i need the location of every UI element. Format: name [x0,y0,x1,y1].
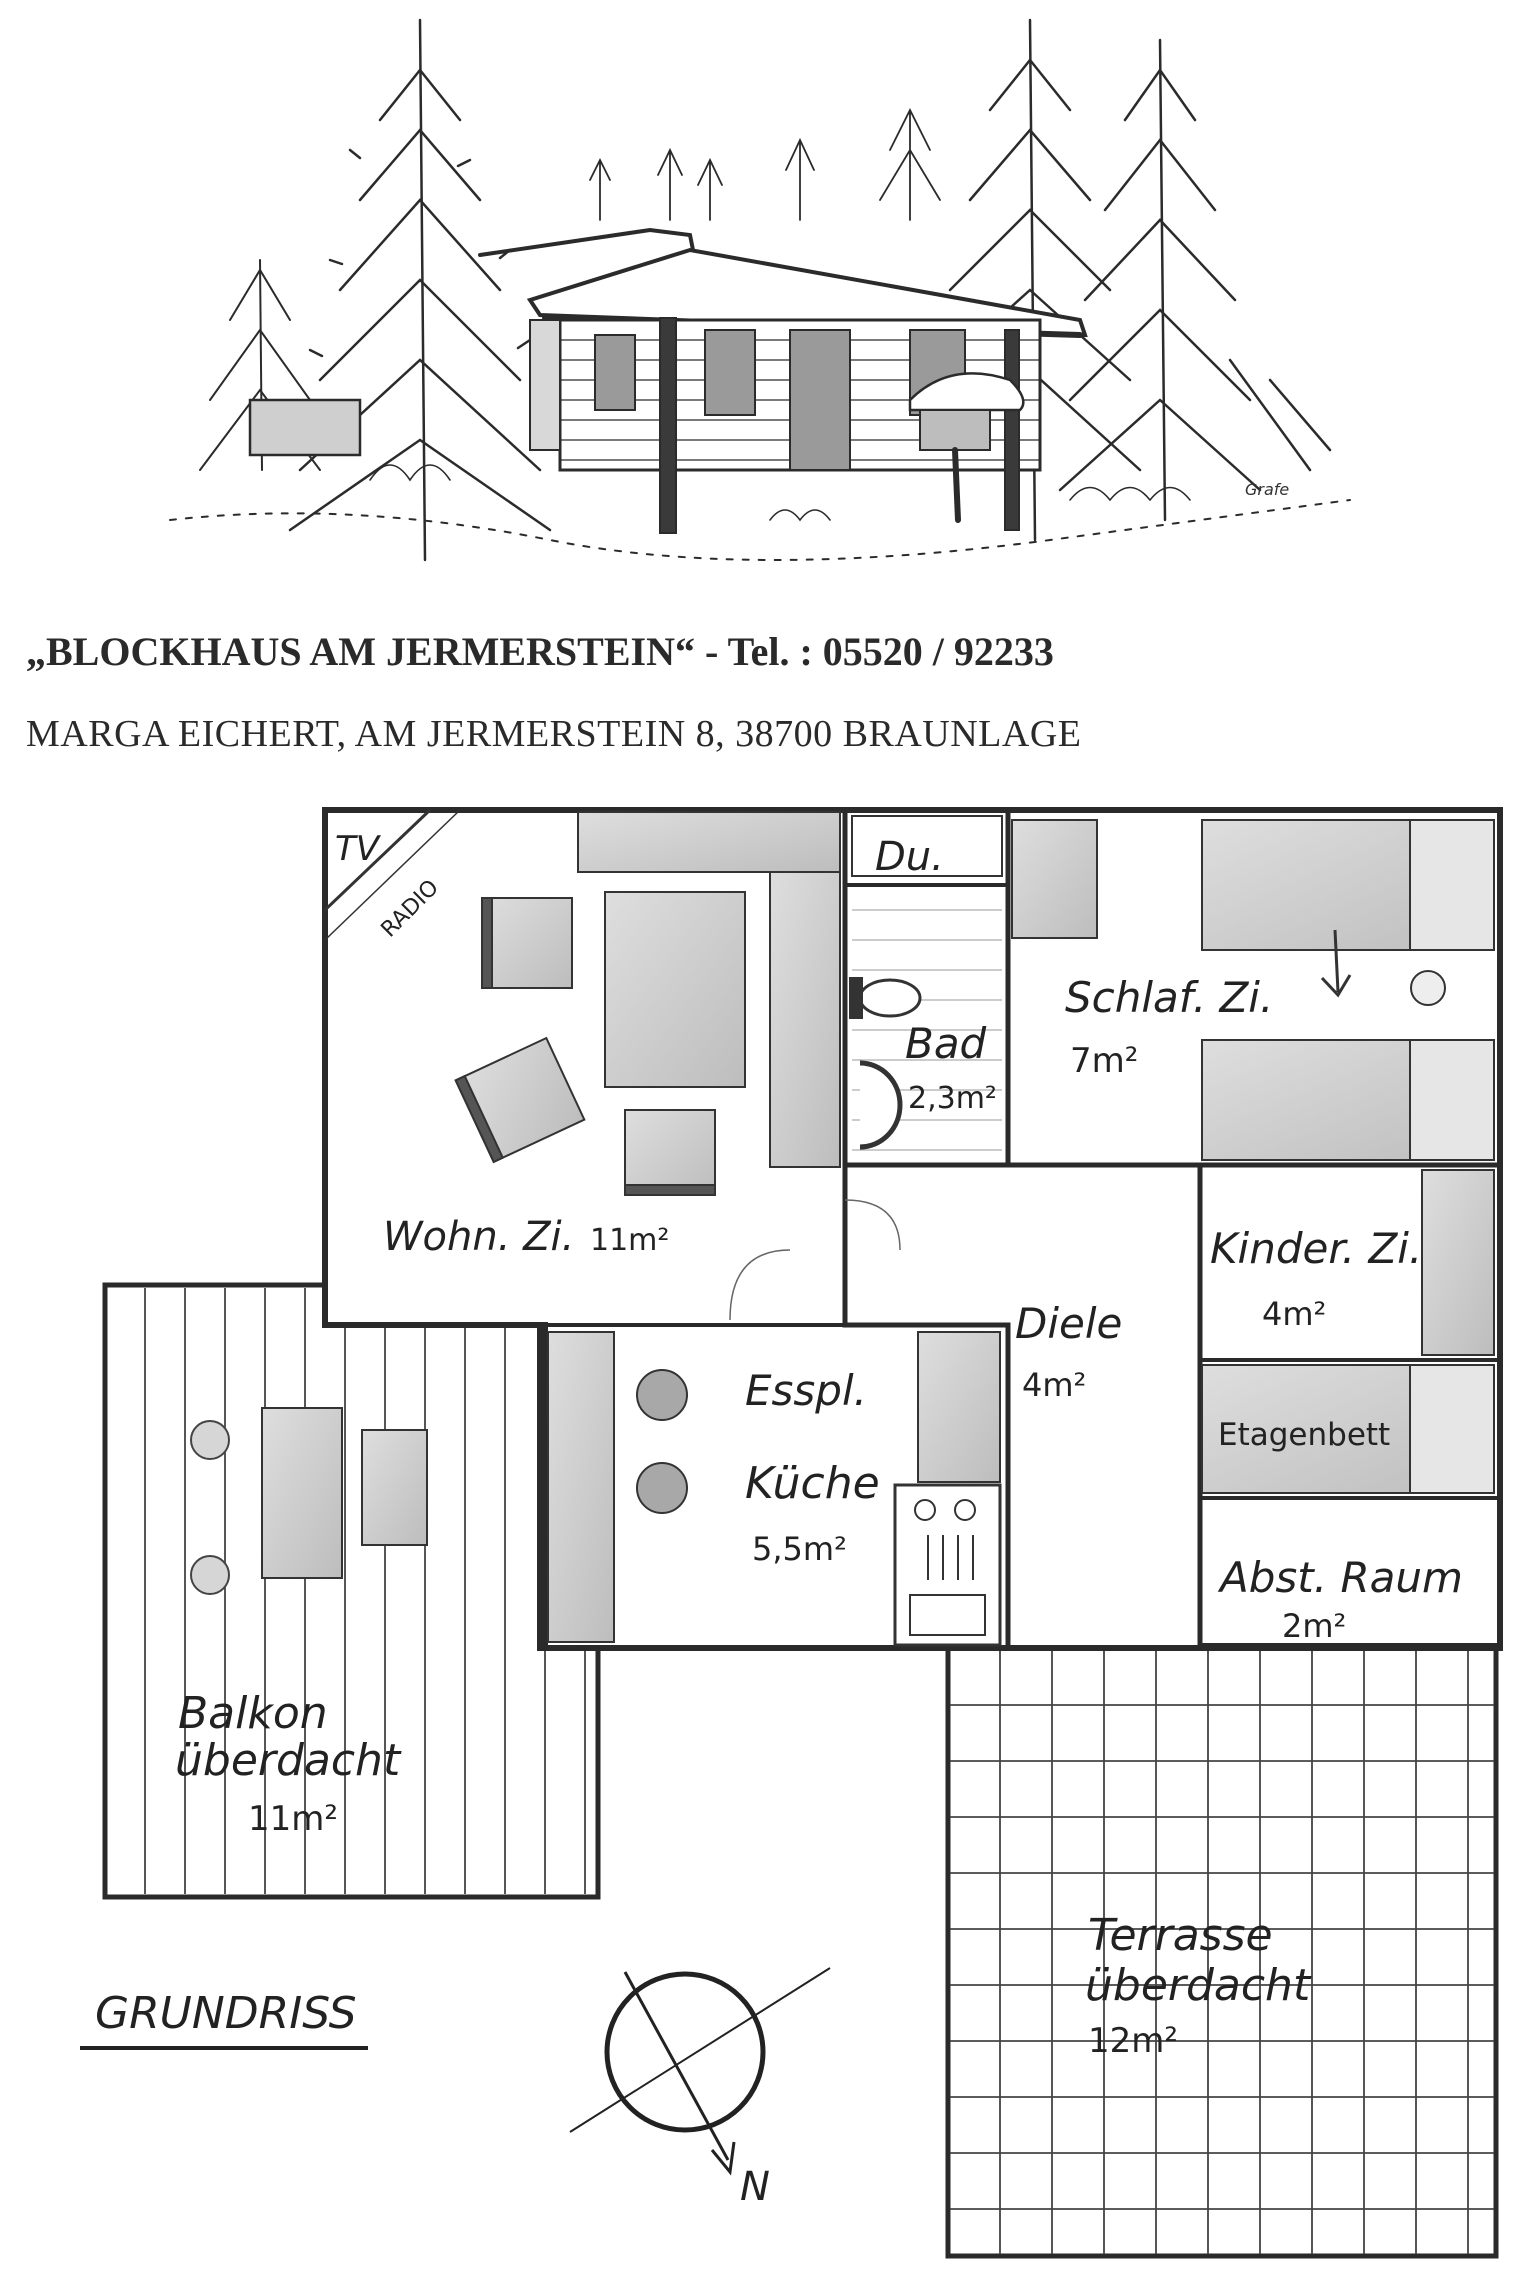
header-address: MARGA EICHERT, AM JERMERSTEIN 8, 38700 B… [26,713,1082,755]
kids-room-furniture [1201,1169,1495,1494]
terrace-area: 12m² [1088,2021,1178,2061]
bedroom-furniture [1011,819,1495,1161]
cabin-illustration: Grafe [169,18,1351,562]
shower-label: Du. [875,834,944,880]
balcony-label-roofed: überdacht [175,1735,402,1786]
terrace-tiles [945,1645,1499,2259]
kitchen-furniture [547,1331,1002,1647]
tree-left-icon [288,18,552,562]
bedroom-label: Schlaf. Zi. [1065,973,1273,1022]
kitchen-area: 5,5m² [752,1530,847,1568]
dining-label: Esspl. [745,1366,867,1415]
cabin-icon [248,227,1088,534]
terrace-label: Terrasse [1088,1910,1273,1961]
door-swings [729,1199,901,1321]
north-label: N [740,2164,770,2210]
storage-area: 2m² [1282,1607,1346,1645]
artist-signature: Grafe [1245,480,1289,499]
terrace-label-roofed: überdacht [1085,1960,1312,2011]
hall-label: Diele [1015,1299,1122,1348]
living-label: Wohn. Zi. [383,1214,574,1260]
header-title: „BLOCKHAUS AM JERMERSTEIN“ - Tel. : 0552… [26,629,1054,674]
bath-label: Bad [905,1019,987,1068]
kitchen-label: Küche [745,1458,880,1509]
plan-title: GRUNDRISS [95,1988,357,2039]
bathroom-fixtures [849,815,1003,1151]
balcony-deck [102,1282,601,1900]
hall-area: 4m² [1022,1366,1086,1404]
balcony-area: 11m² [248,1799,338,1839]
kids-area: 4m² [1262,1295,1326,1333]
balcony-label: Balkon [178,1688,328,1739]
bedroom-area: 7m² [1070,1041,1138,1081]
tv-label: TV [335,829,382,869]
storage-label: Abst. Raum [1217,1553,1463,1602]
living-area: 11m² [590,1223,669,1258]
living-room-furniture [323,808,841,1196]
bunk-label: Etagenbett [1218,1417,1390,1453]
floor-plan: TV RADIO [80,807,1503,2259]
kids-label: Kinder. Zi. [1210,1224,1422,1273]
bath-area: 2,3m² [908,1081,997,1116]
compass-icon [569,1967,831,2176]
